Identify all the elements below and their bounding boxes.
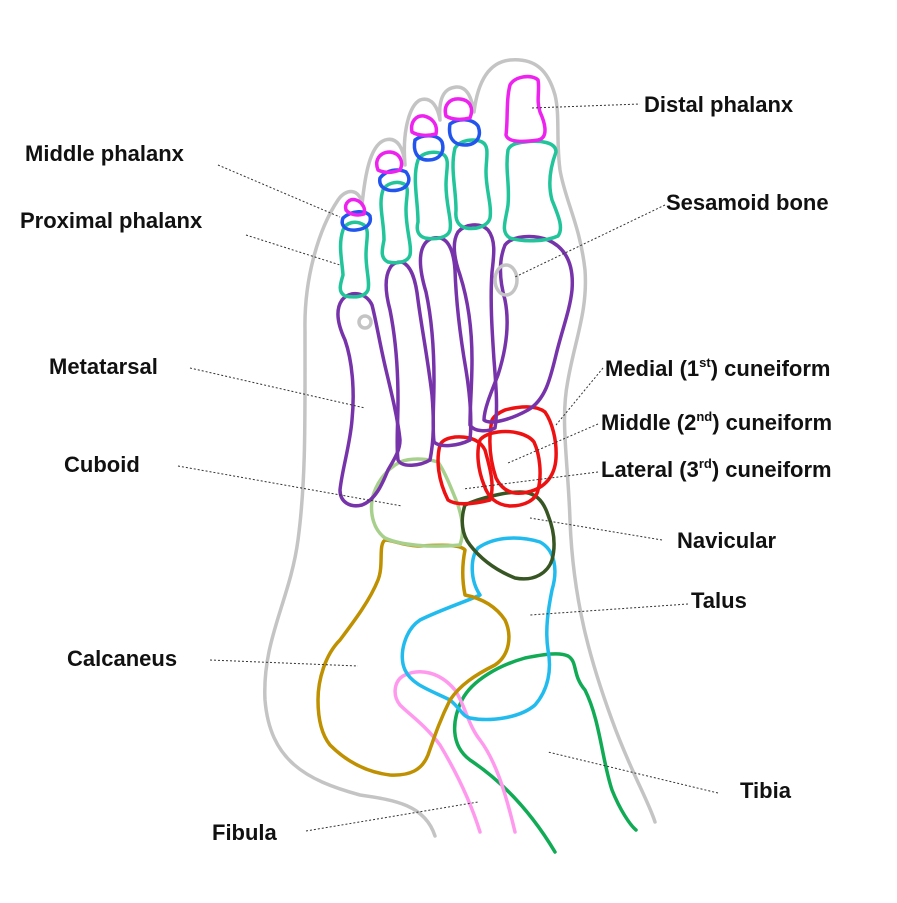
- cuneiform-group: [436, 405, 558, 508]
- leader-medial-cuneiform: [555, 367, 604, 426]
- label-metatarsal: Metatarsal: [49, 354, 158, 379]
- label-middle-cuneiform: Middle (2nd) cuneiform: [601, 409, 832, 435]
- leader-lines: [177, 103, 719, 832]
- leader-talus: [529, 603, 689, 616]
- label-middle-phalanx: Middle phalanx: [25, 141, 185, 166]
- metatarsal-3: [418, 236, 473, 448]
- sesamoid-bone-medial: [493, 263, 519, 297]
- talus-bone: [400, 536, 557, 722]
- leader-proximal-phalanx: [245, 234, 341, 266]
- label-sesamoid-bone: Sesamoid bone: [666, 190, 829, 215]
- sesamoid-group: [357, 263, 519, 330]
- leader-lateral-cuneiform: [462, 471, 599, 490]
- label-proximal-phalanx: Proximal phalanx: [20, 208, 203, 233]
- sesamoid-bone-lateral: [357, 314, 373, 330]
- calcaneus-bone: [316, 538, 511, 777]
- label-fibula: Fibula: [212, 820, 278, 845]
- proximal-phalanx-4: [379, 180, 413, 265]
- leader-distal-phalanx: [531, 103, 641, 109]
- distal-phalanx-3: [409, 114, 439, 138]
- label-lateral-cuneiform: Lateral (3rd) cuneiform: [601, 456, 832, 482]
- proximal-phalanx-5: [338, 220, 371, 299]
- leader-tibia: [547, 751, 719, 794]
- distal-phalanx-2: [443, 97, 474, 122]
- metatarsal-2: [452, 223, 499, 433]
- distal-phalanx-1: [504, 74, 547, 144]
- medial-cuneiform-bone: [488, 405, 558, 495]
- leader-cuboid: [177, 465, 403, 507]
- distal-phalanx-group: [343, 74, 547, 217]
- leader-middle-phalanx: [217, 164, 341, 218]
- labels: Distal phalanx Middle phalanx Proximal p…: [20, 92, 832, 845]
- leader-fibula: [305, 801, 479, 832]
- label-cuboid: Cuboid: [64, 452, 140, 477]
- tibia-bone: [452, 652, 638, 854]
- label-medial-cuneiform: Medial (1st) cuneiform: [605, 355, 831, 381]
- middle-phalanx-5: [340, 210, 373, 232]
- skin-outline: [263, 58, 657, 838]
- proximal-phalanx-group: [338, 138, 563, 299]
- label-talus: Talus: [691, 588, 747, 613]
- label-distal-phalanx: Distal phalanx: [644, 92, 794, 117]
- leader-metatarsal: [189, 367, 366, 409]
- proximal-phalanx-2: [451, 138, 493, 231]
- lateral-cuneiform-bone: [436, 435, 494, 506]
- metatarsal-5: [336, 292, 402, 508]
- leader-navicular: [529, 517, 663, 541]
- label-calcaneus: Calcaneus: [67, 646, 177, 671]
- distal-phalanx-4: [375, 150, 404, 174]
- metatarsal-group: [336, 223, 575, 508]
- middle-phalanx-3: [412, 134, 445, 162]
- metatarsal-1: [482, 234, 575, 424]
- proximal-phalanx-1: [502, 139, 563, 243]
- leader-middle-cuneiform: [507, 423, 599, 464]
- leader-calcaneus: [209, 659, 359, 667]
- label-tibia: Tibia: [740, 778, 792, 803]
- proximal-phalanx-3: [413, 150, 453, 241]
- fibula-bone: [393, 670, 517, 834]
- label-navicular: Navicular: [677, 528, 776, 553]
- distal-phalanx-5: [343, 197, 367, 217]
- metatarsal-4: [384, 260, 436, 467]
